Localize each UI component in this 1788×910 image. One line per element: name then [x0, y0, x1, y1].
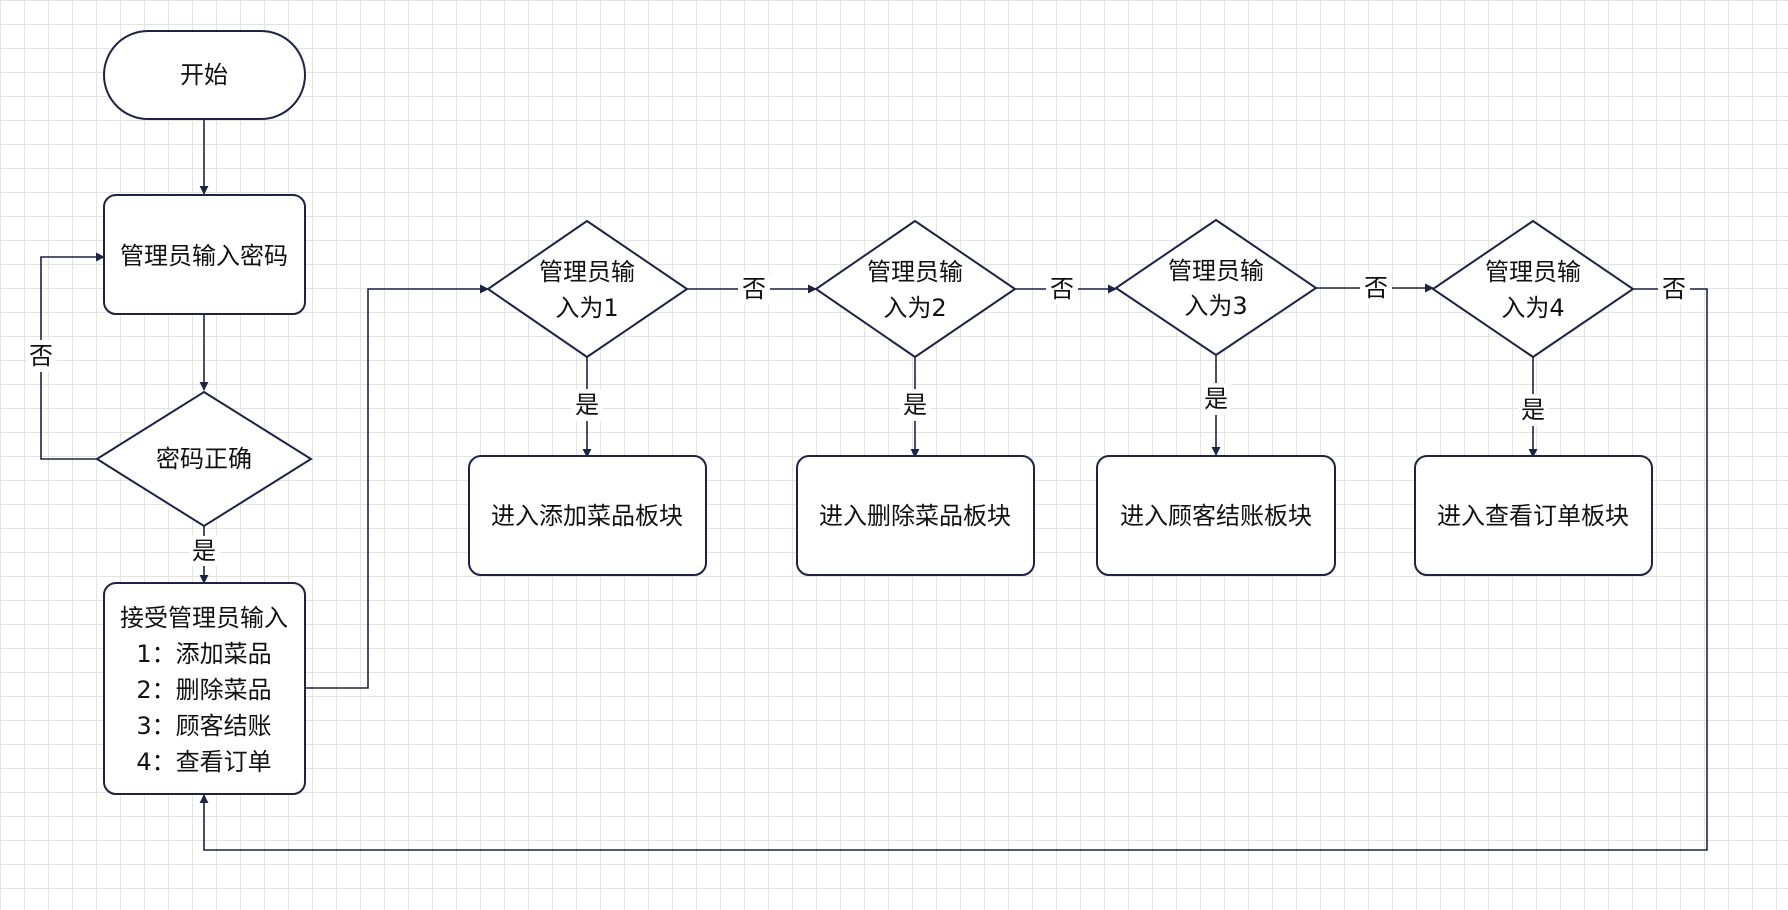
is1-line-2: 入为1 [555, 294, 618, 322]
input-password-shape [103, 194, 306, 315]
input-password-label: 管理员输入密码 [120, 242, 288, 270]
node-is4[interactable]: 管理员输 入为4 [1431, 219, 1635, 359]
node-is1[interactable]: 管理员输 入为1 [486, 219, 689, 359]
edge-label-is1-yes: 是 [575, 391, 599, 419]
is4-line-1: 管理员输 [1485, 258, 1581, 286]
edge-label-is1-no: 否 [742, 275, 766, 303]
delete-dish-label: 进入删除菜品板块 [819, 502, 1011, 530]
view-order-label: 进入查看订单板块 [1437, 502, 1629, 530]
check-password-label: 密码正确 [156, 445, 252, 473]
edge-label-is3-no: 否 [1364, 274, 1388, 302]
is3-diamond [1114, 218, 1318, 357]
edge-label-is4-yes: 是 [1521, 396, 1545, 424]
add-dish-label: 进入添加菜品板块 [491, 502, 683, 530]
menu-shape [103, 582, 306, 795]
is3-line-1: 管理员输 [1168, 257, 1264, 285]
edge-label-pwd-yes: 是 [192, 537, 216, 565]
node-view-order[interactable]: 进入查看订单板块 [1414, 455, 1653, 576]
delete-dish-shape [796, 455, 1035, 576]
is4-line-2: 入为4 [1501, 294, 1564, 322]
menu-line-4: 3：顾客结账 [136, 712, 271, 740]
menu-line-1: 接受管理员输入 [120, 604, 288, 632]
edge-menu-to-is1 [306, 284, 489, 689]
is1-diamond [486, 219, 689, 359]
node-input-password[interactable]: 管理员输入密码 [103, 194, 306, 315]
is2-line-1: 管理员输 [867, 258, 963, 286]
menu-line-2: 1：添加菜品 [136, 640, 271, 668]
node-menu[interactable]: 接受管理员输入 1：添加菜品 2：删除菜品 3：顾客结账 4：查看订单 [103, 582, 306, 795]
edge-label-is4-no: 否 [1662, 275, 1686, 303]
node-checkout[interactable]: 进入顾客结账板块 [1096, 455, 1336, 576]
view-order-shape [1414, 455, 1653, 576]
checkout-label: 进入顾客结账板块 [1120, 502, 1312, 530]
start-label: 开始 [180, 61, 228, 89]
edge-labels: 否 是 否 否 否 否 是 是 是 是 [27, 272, 1690, 566]
node-add-dish[interactable]: 进入添加菜品板块 [468, 455, 707, 576]
node-delete-dish[interactable]: 进入删除菜品板块 [796, 455, 1035, 576]
is3-line-2: 入为3 [1184, 292, 1247, 320]
checkout-shape [1096, 455, 1336, 576]
edge-label-is2-yes: 是 [903, 391, 927, 419]
node-check-password[interactable]: 密码正确 [95, 390, 313, 528]
start-terminator-shape [103, 30, 306, 120]
menu-line-3: 2：删除菜品 [136, 676, 271, 704]
edge-label-pwd-no: 否 [29, 342, 53, 370]
is1-line-1: 管理员输 [539, 258, 635, 286]
node-is3[interactable]: 管理员输 入为3 [1114, 218, 1318, 357]
is2-diamond [814, 219, 1017, 359]
node-start[interactable]: 开始 [103, 30, 306, 120]
check-password-diamond [95, 390, 313, 528]
menu-line-5: 4：查看订单 [136, 748, 271, 776]
edge-label-is2-no: 否 [1050, 275, 1074, 303]
node-is2[interactable]: 管理员输 入为2 [814, 219, 1017, 359]
is2-line-2: 入为2 [883, 294, 946, 322]
is4-diamond [1431, 219, 1635, 359]
edge-label-is3-yes: 是 [1204, 385, 1228, 413]
add-dish-shape [468, 455, 707, 576]
